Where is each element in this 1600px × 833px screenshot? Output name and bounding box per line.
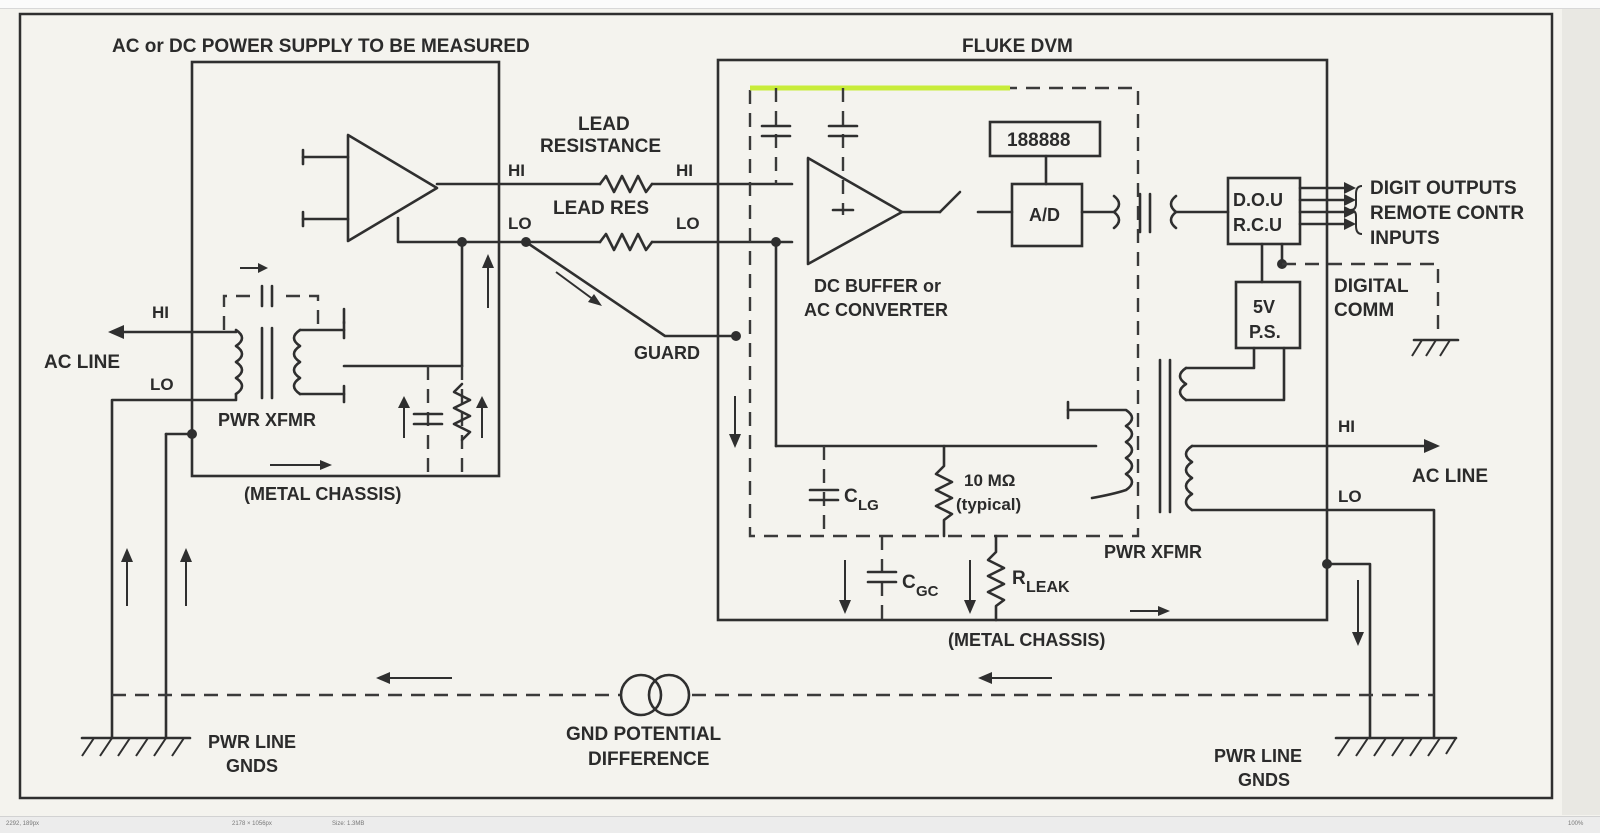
dvm-xfmr-icon: [1184, 444, 1194, 512]
isolation-coupler-icon: [1112, 194, 1121, 230]
ground-hatch-digital-icon: [1411, 339, 1451, 357]
display-value: 188888: [1007, 130, 1070, 151]
diagram-frame: [18, 12, 1554, 800]
resistor-typical-label: (typical): [956, 495, 1021, 514]
ps-label-1: 5V: [1253, 297, 1275, 317]
supply-xfmr-primary-icon: [234, 328, 244, 396]
dvm-chassis-label: (METAL CHASSIS): [948, 630, 1105, 650]
lead-resistor-lo-icon: [598, 232, 654, 252]
dc-buffer-amplifier-icon: [806, 156, 904, 266]
ad-converter-box: [1010, 182, 1084, 248]
pwr-line-gnds-right-2: GNDS: [1238, 770, 1290, 790]
hi-label-supply: HI: [508, 161, 525, 180]
pwr-line-gnds-left-2: GNDS: [226, 756, 278, 776]
viewer-gutter: [1562, 9, 1600, 815]
resistor-value-label: 10 MΩ: [964, 471, 1015, 490]
output-brace-icon: [1349, 185, 1363, 235]
10meg-resistor-icon: [934, 444, 954, 538]
rleak-resistor-icon: [986, 534, 1006, 622]
hi-label-acline-left: HI: [152, 303, 169, 322]
ac-line-right-label: AC LINE: [1412, 466, 1488, 487]
status-bar: 2292, 189px 2178 × 1056px Size: 1.3MB 10…: [0, 816, 1600, 833]
lead-res-label: LEAD RES: [553, 198, 649, 219]
cgc-label: C: [902, 572, 916, 593]
lo-label-supply: LO: [508, 214, 532, 233]
ground-hatch-left-icon: [81, 737, 185, 757]
top-toolbar: [0, 0, 1600, 9]
inputs-label: INPUTS: [1370, 228, 1440, 249]
lead-resistance-line1: LEAD: [578, 114, 630, 135]
gnd-potential-label-1: GND POTENTIAL: [566, 724, 722, 745]
supply-chassis: [190, 60, 501, 478]
cgc-subscript: GC: [916, 583, 939, 600]
rcu-label: R.C.U: [1233, 215, 1282, 235]
rleak-label: R: [1012, 568, 1026, 589]
status-zoom[interactable]: 100%: [1568, 821, 1584, 827]
supply-xfmr-label: PWR XFMR: [218, 410, 316, 430]
lead-resistance-line2: RESISTANCE: [540, 136, 661, 157]
dc-buffer-label-2: AC CONVERTER: [804, 300, 948, 320]
schematic-diagram: AC or DC POWER SUPPLY TO BE MEASURED HI …: [18, 12, 1554, 800]
status-file-size: Size: 1.3MB: [332, 821, 365, 827]
pwr-line-gnds-right-1: PWR LINE: [1214, 746, 1302, 766]
digit-outputs-label: DIGIT OUTPUTS: [1370, 178, 1517, 199]
gnd-potential-label-2: DIFFERENCE: [588, 749, 709, 770]
lo-label-dvm: LO: [676, 214, 700, 233]
pwr-line-gnds-left-1: PWR LINE: [208, 732, 296, 752]
dou-label: D.O.U: [1233, 190, 1283, 210]
lead-resistor-hi-icon: [598, 174, 654, 194]
dvm-chassis: [716, 58, 1329, 622]
supply-chassis-label: (METAL CHASSIS): [244, 484, 401, 504]
clg-label: C: [844, 486, 858, 507]
hi-label-dvm: HI: [676, 161, 693, 180]
power-supply-box: [1234, 280, 1302, 350]
clg-subscript: LG: [858, 497, 879, 514]
ps-label-2: P.S.: [1249, 322, 1281, 342]
status-coords: 2292, 189px: [6, 821, 40, 827]
chassis-ground-node-left: [187, 429, 197, 439]
guard-label: GUARD: [634, 343, 700, 363]
ground-loop-source-icon: [619, 673, 663, 717]
supply-amplifier-icon: [346, 133, 439, 243]
ad-label: A/D: [1029, 205, 1060, 225]
guard-node: [731, 331, 741, 341]
supply-xfmr-secondary-icon: [292, 328, 302, 396]
dc-buffer-label-1: DC BUFFER or: [814, 276, 941, 296]
digital-comm-label-2: COMM: [1334, 300, 1394, 321]
hi-label-acline-right: HI: [1338, 417, 1355, 436]
rleak-subscript: LEAK: [1026, 579, 1070, 596]
ground-hatch-right-icon: [1337, 737, 1457, 757]
status-dimensions: 2178 × 1056px: [232, 821, 272, 827]
ac-line-left-label: AC LINE: [44, 352, 120, 373]
dvm-xfmr-label: PWR XFMR: [1104, 542, 1202, 562]
dvm-title: FLUKE DVM: [962, 36, 1073, 57]
digital-comm-label-1: DIGITAL: [1334, 276, 1409, 297]
lo-label-acline-left: LO: [150, 375, 174, 394]
remote-contr-label: REMOTE CONTR: [1370, 203, 1524, 224]
lo-label-acline-right: LO: [1338, 487, 1362, 506]
supply-leak-resistor-icon: [452, 382, 472, 442]
supply-title: AC or DC POWER SUPPLY TO BE MEASURED: [112, 36, 530, 57]
digit-output-arrows-icon: [1298, 182, 1356, 230]
